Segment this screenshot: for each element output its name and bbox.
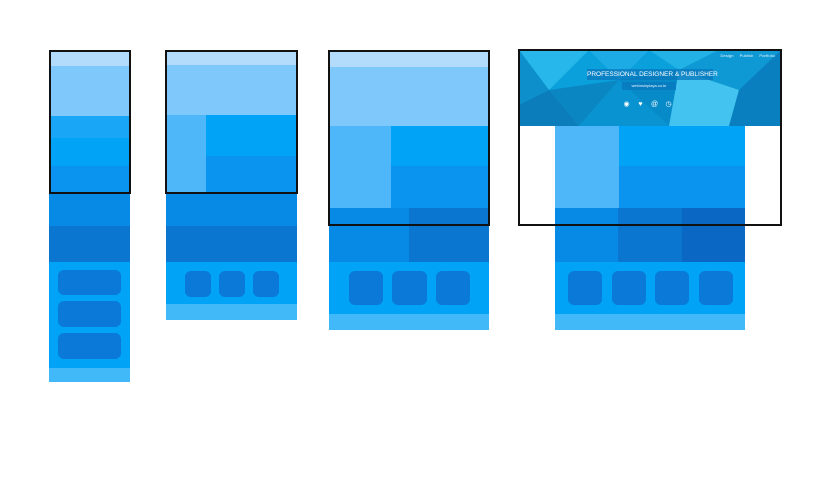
tiles-section <box>555 262 745 314</box>
hero-band <box>49 66 130 116</box>
content-band <box>49 116 130 138</box>
content-block <box>409 208 489 226</box>
hero-subtitle: webinsinplaya.co.kr <box>622 82 676 90</box>
tile-card <box>436 271 470 305</box>
footer-band <box>166 304 297 320</box>
tile-card <box>568 271 602 305</box>
content-band <box>49 138 130 166</box>
tile-card <box>253 271 279 297</box>
content-band <box>49 194 130 226</box>
content-block <box>329 208 409 226</box>
content-band <box>166 194 297 226</box>
header-band <box>329 51 489 67</box>
hero-icons: ◉ ♥ @ ◷ <box>623 101 672 108</box>
hero-band <box>166 65 297 115</box>
tiles-section <box>49 262 130 368</box>
content-band <box>49 166 130 194</box>
tiles-section <box>329 262 489 314</box>
footer-band <box>49 368 130 382</box>
content-block <box>555 226 618 262</box>
clock-icon[interactable]: ◷ <box>665 101 672 108</box>
nav-link[interactable]: Design <box>720 53 734 58</box>
tile-card <box>699 271 733 305</box>
tile-card <box>349 271 383 305</box>
content-block <box>391 166 489 208</box>
content-block <box>618 208 682 226</box>
tiles-section <box>166 262 297 304</box>
content-block <box>682 208 745 226</box>
tile-card <box>185 271 211 297</box>
content-block <box>555 208 618 226</box>
content-block <box>391 126 489 166</box>
content-block <box>618 226 682 262</box>
content-band <box>49 226 130 262</box>
tile-card <box>655 271 689 305</box>
tile-card <box>612 271 646 305</box>
sidebar-block <box>555 126 619 208</box>
header-band <box>166 51 297 65</box>
nav-link[interactable]: Publish <box>739 53 754 58</box>
tile-card <box>392 271 427 305</box>
content-band <box>166 226 297 262</box>
tile-card <box>58 270 121 295</box>
content-block <box>206 156 297 194</box>
content-block <box>329 226 409 262</box>
header-band <box>49 51 130 66</box>
nav-link[interactable]: Portfolio <box>759 53 775 58</box>
footer-band <box>555 314 745 330</box>
target-icon[interactable]: ◉ <box>623 101 630 108</box>
hero-nav: Design Publish Portfolio <box>721 53 775 58</box>
footer-band <box>329 314 489 330</box>
content-block <box>206 115 297 156</box>
hero-title: PROFESSIONAL DESIGNER & PUBLISHER <box>587 69 718 80</box>
tile-card <box>219 271 245 297</box>
tile-card <box>58 301 121 327</box>
heart-icon[interactable]: ♥ <box>638 101 643 108</box>
hero-banner: Design Publish Portfolio PROFESSIONAL DE… <box>519 50 781 126</box>
sidebar-block <box>329 126 391 208</box>
content-block <box>619 166 745 208</box>
content-block <box>409 226 489 262</box>
at-icon[interactable]: @ <box>650 101 659 108</box>
sidebar-block <box>166 115 206 194</box>
content-block <box>619 126 745 166</box>
tile-card <box>58 333 121 359</box>
hero-band <box>329 67 489 126</box>
content-block <box>682 226 745 262</box>
